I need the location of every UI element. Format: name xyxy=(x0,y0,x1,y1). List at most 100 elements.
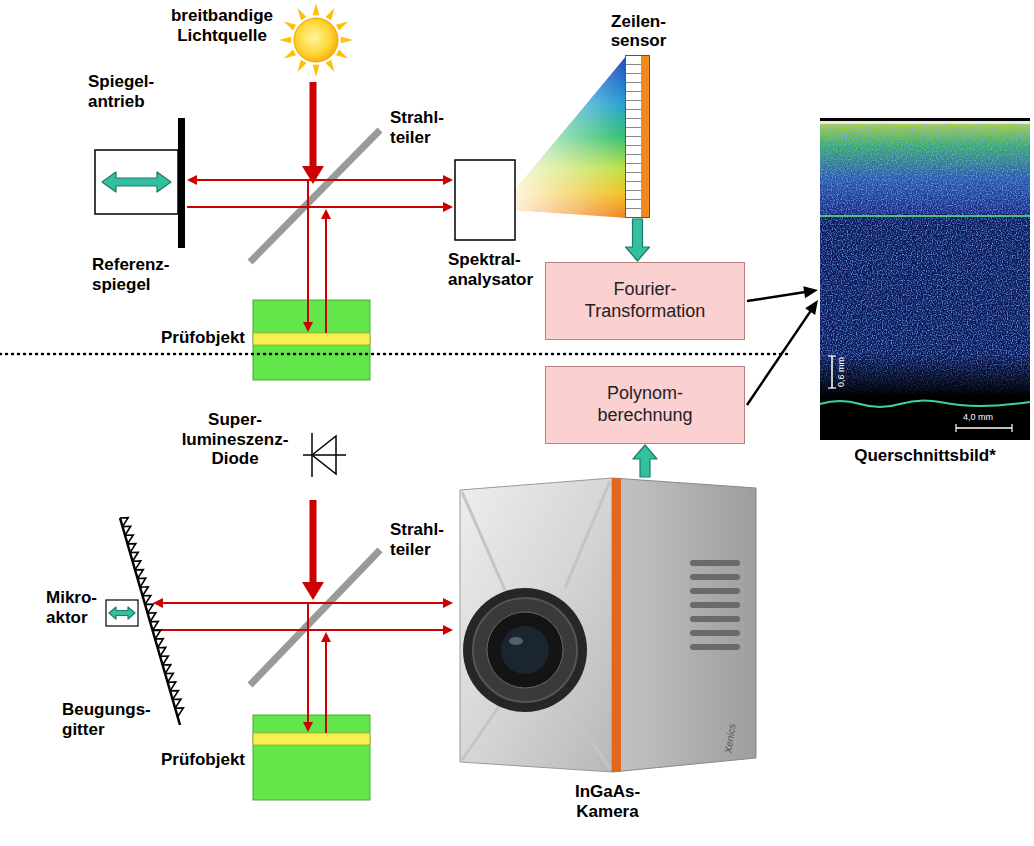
light-beam-head xyxy=(443,598,453,608)
ingaas-camera-part xyxy=(612,478,621,772)
ingaas-camera-part xyxy=(463,588,587,712)
ingaas-camera-part xyxy=(460,478,612,772)
sun-ray xyxy=(298,8,307,20)
sun-ray xyxy=(279,37,291,43)
cross-section-image-part xyxy=(820,121,1030,124)
reference-mirror-label: Referenz- spiegel xyxy=(92,255,169,294)
cross-section-image-part xyxy=(820,118,1030,440)
mirror-assembly-part xyxy=(95,150,178,214)
cross-section-image-part xyxy=(828,387,836,388)
spectral-analyzer-part xyxy=(515,55,627,218)
cross-section-image-part xyxy=(828,355,836,356)
sun-ray xyxy=(336,50,348,59)
light-beam xyxy=(195,179,445,181)
line-sensor: Zeilen- sensor xyxy=(625,55,650,218)
sun-ray xyxy=(284,50,296,59)
ingaas-camera-part xyxy=(690,630,740,636)
connector-arrow xyxy=(747,300,818,405)
ingaas-camera-part xyxy=(690,616,740,622)
ingaas-camera-part xyxy=(501,626,549,674)
ingaas-camera-part xyxy=(462,492,505,590)
flow-arrow xyxy=(633,445,657,477)
light-beam-head xyxy=(303,722,313,732)
cross-section-image-part xyxy=(820,354,1030,398)
process-text: Polynom- berechnung xyxy=(597,383,692,426)
drive-arrow xyxy=(102,172,171,192)
light-beam xyxy=(307,180,309,324)
sun-ray xyxy=(313,3,319,15)
generated-illustration xyxy=(102,3,453,733)
ingaas-camera-part xyxy=(690,644,740,650)
label-slot: Beugungs- gitter xyxy=(62,700,151,739)
process-box: Polynom- berechnung xyxy=(545,366,745,444)
light-beam-head xyxy=(302,582,324,600)
diode-symbol xyxy=(303,433,346,477)
label-slot: Strahl- teiler xyxy=(390,108,444,147)
diode-symbol-part xyxy=(303,454,346,456)
label-slot: Super- lumineszenz- Diode xyxy=(182,410,289,469)
light-source-sun xyxy=(294,18,338,62)
label-slot: 4,0 mm xyxy=(963,413,993,423)
light-beam-head xyxy=(443,202,453,212)
sun-ray xyxy=(336,22,348,31)
scale-label: 4,0 mm xyxy=(963,413,993,423)
connector-line xyxy=(747,292,807,301)
beam-splitter-label: Strahl- teiler xyxy=(390,520,444,559)
spectral-analyzer-label: Spektral- analysator xyxy=(448,250,533,289)
test-object-label: Prüfobjekt xyxy=(161,328,245,348)
ingaas-camera-part xyxy=(565,481,610,588)
flow-arrow xyxy=(626,219,650,261)
sun-ray xyxy=(284,22,296,31)
ingaas-camera-part xyxy=(690,560,740,566)
sun-ray xyxy=(326,8,335,20)
diode-symbol-part xyxy=(312,436,336,474)
mirror-assembly xyxy=(95,118,185,248)
light-beam xyxy=(310,82,317,170)
light-source-sun-part xyxy=(294,18,338,62)
micro-actuator-part xyxy=(106,600,138,626)
cross-section-image-part xyxy=(820,215,1030,217)
label-slot: Strahl- teiler xyxy=(390,520,444,559)
light-beam xyxy=(310,500,317,586)
sun-ray xyxy=(341,37,353,43)
connector-line-head xyxy=(803,286,818,298)
cross-section-image xyxy=(820,118,1030,440)
connector-line-head xyxy=(805,300,818,315)
text-slot: Querschnittsbild* xyxy=(854,446,996,466)
light-beam xyxy=(187,206,445,208)
light-beam xyxy=(307,603,309,724)
scale-label: 0,6 mm xyxy=(837,357,847,387)
light-beam-head xyxy=(302,166,324,184)
sun-ray xyxy=(326,60,335,72)
light-beam xyxy=(153,629,445,631)
light-beam-head xyxy=(321,209,331,219)
image-caption: Querschnittsbild* xyxy=(854,446,996,466)
ingaas-camera-part xyxy=(509,637,523,645)
divider-line xyxy=(0,353,790,356)
label-slot: 0,6 mm xyxy=(837,357,847,387)
flow-arrow-shape xyxy=(626,219,650,261)
test-object-part xyxy=(253,300,370,380)
light-source-label: breitbandige Lichtquelle xyxy=(171,6,273,45)
test-object-label: Prüfobjekt xyxy=(161,750,245,770)
cross-section-image-part xyxy=(820,400,1030,407)
ingaas-camera-part xyxy=(690,602,740,608)
light-beam-head xyxy=(443,625,453,635)
connector-arrow xyxy=(747,286,818,301)
ingaas-camera-part xyxy=(473,598,577,702)
drive-arrow xyxy=(109,607,135,619)
light-beam xyxy=(325,217,327,333)
light-beam-head xyxy=(187,175,197,185)
sld-label: Super- lumineszenz- Diode xyxy=(182,410,289,469)
cross-section-image-part xyxy=(955,424,956,432)
label-slot: Spektral- analysator xyxy=(448,250,533,289)
micro-actuator-label: Mikro- aktor xyxy=(46,588,97,627)
spectral-analyzer-part xyxy=(455,160,515,240)
text-slot: InGaAs- Kamera xyxy=(575,782,640,821)
label-slot: Spiegel- antrieb xyxy=(88,72,154,111)
ingaas-camera-part xyxy=(690,574,740,580)
grating-label: Beugungs- gitter xyxy=(62,700,151,739)
